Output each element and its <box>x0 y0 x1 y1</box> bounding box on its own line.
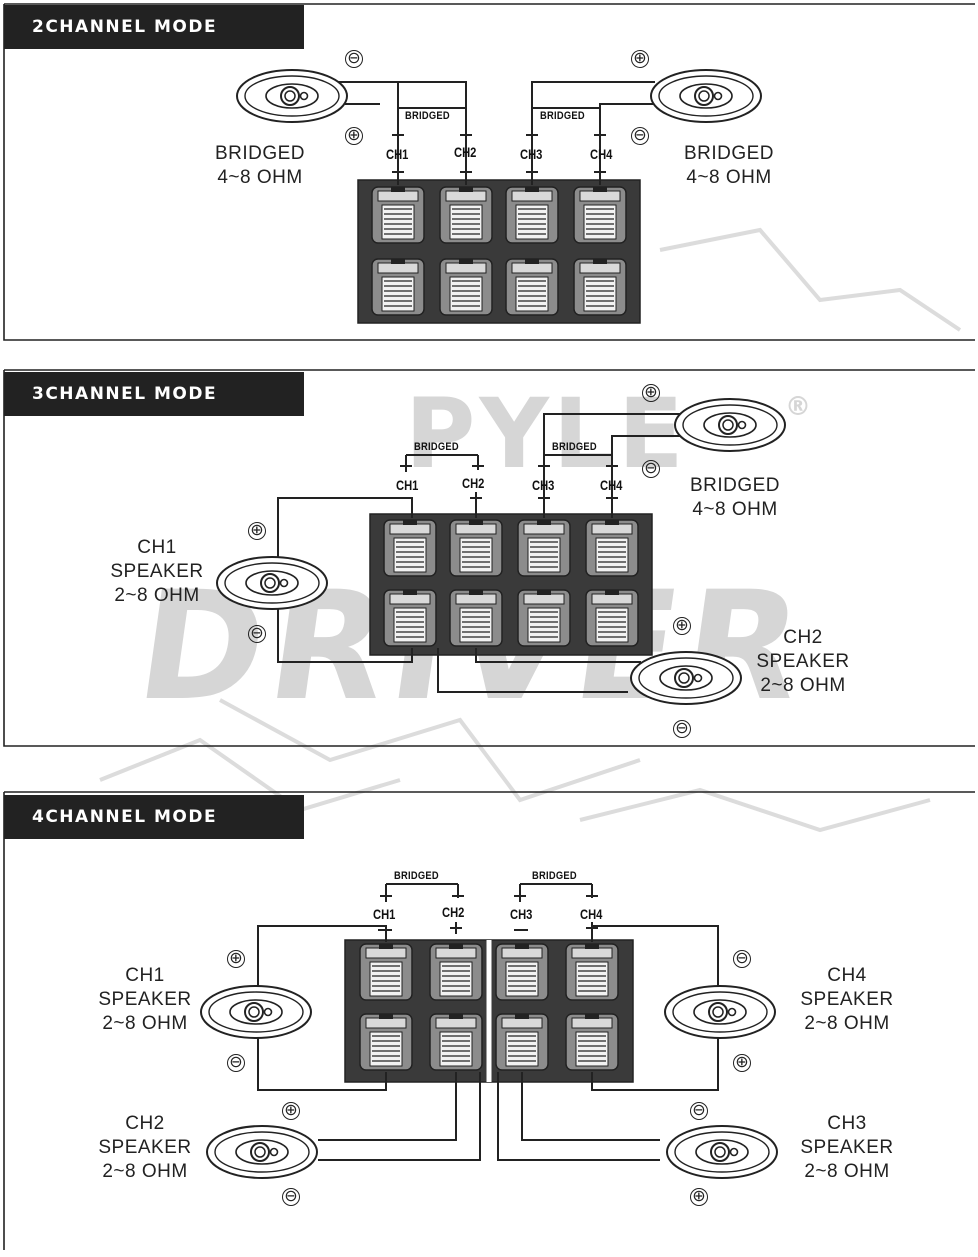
bridged-speaker-label: BRIDGED 4~8 OHM <box>670 474 800 522</box>
label-line: SPEAKER <box>110 561 204 582</box>
plus-symbol: ⊕ <box>690 1188 708 1206</box>
label-line: CH3 <box>827 1113 867 1134</box>
left-bridged-label: BRIDGED 4~8 OHM <box>195 142 325 190</box>
bridged-tag: BRIDGED <box>532 870 577 882</box>
label-line: 4~8 OHM <box>692 499 778 520</box>
label-line: 2~8 OHM <box>760 675 846 696</box>
ch4-label: CH4 <box>580 906 603 922</box>
ch1-speaker-label: CH1 SPEAKER 2~8 OHM <box>92 536 222 608</box>
minus-symbol: ⊖ <box>631 127 649 145</box>
label-line: CH1 <box>137 537 177 558</box>
ch3-speaker-label: CH3 SPEAKER 2~8 OHM <box>782 1112 912 1184</box>
panel-3ch-frame <box>3 369 975 747</box>
panel-title-2ch: 2CHANNEL MODE <box>4 5 304 49</box>
label-line: 2~8 OHM <box>114 585 200 606</box>
bridged-tag: BRIDGED <box>540 110 585 122</box>
right-bridged-label: BRIDGED 4~8 OHM <box>664 142 794 190</box>
bridged-tag: BRIDGED <box>414 441 459 453</box>
label-line: SPEAKER <box>756 651 850 672</box>
plus-symbol: ⊕ <box>642 384 660 402</box>
label-line: BRIDGED <box>214 143 306 164</box>
minus-symbol: ⊖ <box>345 50 363 68</box>
ch1-label: CH1 <box>396 477 419 493</box>
ch2-label: CH2 <box>442 904 465 920</box>
minus-symbol: ⊖ <box>282 1188 300 1206</box>
ch4-speaker-label: CH4 SPEAKER 2~8 OHM <box>782 964 912 1036</box>
minus-symbol: ⊖ <box>248 625 266 643</box>
minus-symbol: ⊖ <box>642 460 660 478</box>
label-line: SPEAKER <box>98 989 192 1010</box>
bridged-tag: BRIDGED <box>405 110 450 122</box>
ch4-label: CH4 <box>600 477 623 493</box>
label-line: 4~8 OHM <box>217 167 303 188</box>
plus-symbol: ⊕ <box>673 617 691 635</box>
minus-symbol: ⊖ <box>690 1102 708 1120</box>
bridged-tag: BRIDGED <box>394 870 439 882</box>
label-line: 2~8 OHM <box>804 1013 890 1034</box>
plus-symbol: ⊕ <box>733 1054 751 1072</box>
label-line: 4~8 OHM <box>686 167 772 188</box>
ch2-label: CH2 <box>454 144 477 160</box>
ch1-label: CH1 <box>373 906 396 922</box>
label-line: SPEAKER <box>98 1137 192 1158</box>
watermark-registered: ® <box>785 392 811 422</box>
ch2-label: CH2 <box>462 475 485 491</box>
ch3-label: CH3 <box>520 146 543 162</box>
ch4-label: CH4 <box>590 146 613 162</box>
ch3-label: CH3 <box>510 906 533 922</box>
minus-symbol: ⊖ <box>733 950 751 968</box>
plus-symbol: ⊕ <box>631 50 649 68</box>
label-line: CH2 <box>125 1113 165 1134</box>
label-line: CH1 <box>125 965 165 986</box>
ch3-label: CH3 <box>532 477 555 493</box>
plus-symbol: ⊕ <box>248 522 266 540</box>
ch2-speaker-label: CH2 SPEAKER 2~8 OHM <box>738 626 868 698</box>
label-line: SPEAKER <box>800 1137 894 1158</box>
ch2-speaker-label: CH2 SPEAKER 2~8 OHM <box>80 1112 210 1184</box>
ch1-speaker-label: CH1 SPEAKER 2~8 OHM <box>80 964 210 1036</box>
plus-symbol: ⊕ <box>345 127 363 145</box>
label-line: 2~8 OHM <box>102 1013 188 1034</box>
minus-symbol: ⊖ <box>673 720 691 738</box>
panel-title-4ch: 4CHANNEL MODE <box>4 795 304 839</box>
label-line: CH2 <box>783 627 823 648</box>
panel-title-3ch: 3CHANNEL MODE <box>4 372 304 416</box>
minus-symbol: ⊖ <box>227 1054 245 1072</box>
label-line: BRIDGED <box>689 475 781 496</box>
bridged-tag: BRIDGED <box>552 441 597 453</box>
label-line: 2~8 OHM <box>804 1161 890 1182</box>
label-line: BRIDGED <box>683 143 775 164</box>
plus-symbol: ⊕ <box>282 1102 300 1120</box>
ch1-label: CH1 <box>386 146 409 162</box>
label-line: CH4 <box>827 965 867 986</box>
label-line: SPEAKER <box>800 989 894 1010</box>
plus-symbol: ⊕ <box>227 950 245 968</box>
panel-2ch-frame <box>3 3 975 341</box>
label-line: 2~8 OHM <box>102 1161 188 1182</box>
